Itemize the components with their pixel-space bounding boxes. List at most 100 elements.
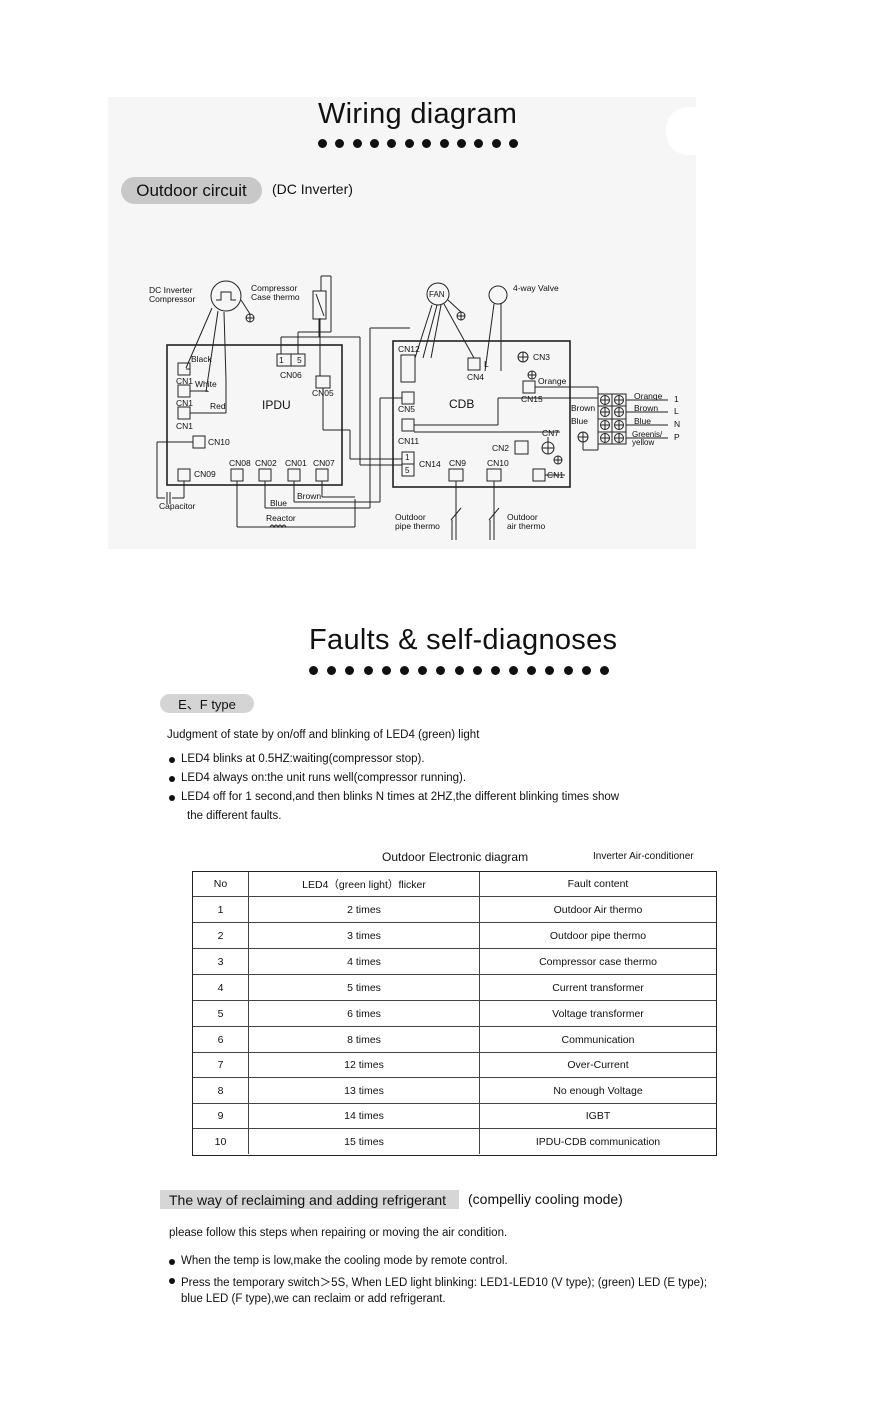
lbl-tn: N bbox=[674, 419, 680, 429]
title-dot bbox=[387, 139, 397, 148]
faults-intro: Judgment of state by on/off and blinking… bbox=[167, 729, 480, 741]
table-cell: Voltage transformer bbox=[552, 1007, 644, 1020]
lbl-cn2: CN2 bbox=[492, 443, 509, 453]
lbl-outdoor-air-2: air thermo bbox=[507, 521, 546, 531]
title-dot bbox=[418, 666, 428, 675]
lbl-cn14-pin1: 1 bbox=[405, 453, 410, 462]
title-dot bbox=[309, 666, 318, 675]
lbl-case-thermo-1: Compressor bbox=[251, 283, 297, 293]
lbl-l: L bbox=[484, 359, 489, 369]
table-cell: 2 times bbox=[249, 897, 480, 922]
table-cell: IPDU-CDB communication bbox=[535, 1135, 661, 1148]
lbl-cn1-b: CN1 bbox=[176, 398, 193, 408]
lbl-cn06: CN06 bbox=[280, 370, 302, 380]
refrigerant-bullet-2: Press the temporary switch＞5S, When LED … bbox=[181, 1277, 708, 1289]
lbl-valve: 4-way Valve bbox=[513, 283, 559, 293]
title-dot bbox=[491, 139, 501, 148]
outdoor-circuit-pill: Outdoor circuit bbox=[121, 177, 262, 204]
title-dot bbox=[509, 666, 519, 675]
title-dot bbox=[509, 139, 518, 148]
lbl-red: Red bbox=[210, 401, 226, 411]
lbl-outdoor-pipe-2: pipe thermo bbox=[395, 521, 440, 531]
title-dot bbox=[545, 666, 555, 675]
title-dot bbox=[439, 139, 449, 148]
title-dot bbox=[399, 666, 409, 675]
table-cell: 4 bbox=[193, 975, 249, 1000]
lbl-tp: P bbox=[674, 432, 680, 442]
refrigerant-note: (compelliy cooling mode) bbox=[468, 1191, 623, 1207]
fault-bullet-2: LED4 always on:the unit runs well(compre… bbox=[181, 772, 467, 784]
table-cell: 12 times bbox=[249, 1053, 480, 1077]
table-cell: 13 times bbox=[249, 1078, 480, 1103]
table-header-cell: LED4（green light）flicker bbox=[249, 872, 480, 896]
wiring-diagram: DC Inverter Compressor Compressor Case t… bbox=[149, 275, 680, 540]
lbl-cn14: CN14 bbox=[419, 459, 441, 469]
title-dot bbox=[422, 139, 432, 148]
table-cell: 3 times bbox=[249, 923, 480, 948]
lbl-term-brown: Brown bbox=[571, 403, 595, 413]
lbl-cdb-cn1: CN1 bbox=[547, 470, 564, 480]
bullet-dot bbox=[169, 1259, 175, 1265]
title-dot bbox=[370, 139, 380, 148]
title-dot bbox=[335, 139, 345, 148]
bullet-dot bbox=[169, 1278, 175, 1284]
lbl-cn7: CN7 bbox=[542, 428, 559, 438]
valve-symbol bbox=[488, 285, 508, 305]
table-cell: 6 times bbox=[249, 1001, 480, 1026]
lbl-cn07: CN07 bbox=[313, 458, 335, 468]
lbl-compressor-1: DC Inverter bbox=[149, 285, 193, 295]
title-dot bbox=[600, 666, 609, 675]
fault-bullet-1: LED4 blinks at 0.5HZ:waiting(compressor … bbox=[181, 753, 425, 765]
table-cell: 3 bbox=[193, 949, 249, 974]
lbl-pin5: 5 bbox=[297, 355, 302, 365]
title-dot bbox=[318, 139, 327, 148]
lbl-cn15: CN15 bbox=[521, 394, 543, 404]
lbl-cn11: CN11 bbox=[398, 436, 419, 446]
table-cell: 2 bbox=[193, 923, 249, 948]
dc-inverter-note: (DC Inverter) bbox=[272, 181, 353, 197]
table-cell: 5 bbox=[193, 1001, 249, 1026]
lbl-blue: Blue bbox=[270, 498, 287, 508]
lbl-cn1-a: CN1 bbox=[176, 376, 193, 386]
table-cell: 9 bbox=[193, 1104, 249, 1128]
table-cell: 6 bbox=[193, 1027, 249, 1052]
lbl-cn05: CN05 bbox=[312, 388, 334, 398]
lbl-cn08: CN08 bbox=[229, 458, 251, 468]
fan-symbol bbox=[426, 282, 450, 306]
lbl-cn12: CN12 bbox=[398, 344, 420, 354]
table-cell: No enough Voltage bbox=[553, 1084, 643, 1097]
wiring-title-dots bbox=[318, 139, 518, 149]
title-dot bbox=[527, 666, 537, 675]
lbl-wire-green-2: yellow bbox=[632, 438, 654, 447]
bullet-dot bbox=[169, 776, 175, 782]
lbl-outdoor-pipe-1: Outdoor bbox=[395, 512, 426, 522]
table-cell: 4 times bbox=[249, 949, 480, 974]
lbl-tl: L bbox=[674, 406, 679, 416]
refrigerant-band: The way of reclaiming and adding refrige… bbox=[160, 1190, 459, 1209]
bullet-dot bbox=[169, 757, 175, 763]
title-dot bbox=[472, 666, 482, 675]
title-dot bbox=[454, 666, 464, 675]
title-dot bbox=[474, 139, 484, 148]
panel-notch bbox=[666, 107, 706, 155]
lbl-orange: Orange bbox=[538, 376, 567, 386]
refrigerant-bullet-2-cont: blue LED (F type),we can reclaim or add … bbox=[181, 1293, 446, 1305]
lbl-cn01: CN01 bbox=[285, 458, 307, 468]
title-dot bbox=[327, 666, 337, 675]
title-dot bbox=[456, 139, 466, 148]
wiring-title: Wiring diagram bbox=[318, 98, 518, 130]
faults-title: Faults & self-diagnoses bbox=[309, 624, 618, 656]
lbl-outdoor-air-1: Outdoor bbox=[507, 512, 538, 522]
table-cell: 1 bbox=[193, 897, 249, 922]
table-header-cell: No bbox=[193, 872, 249, 896]
fault-bullet-3: LED4 off for 1 second,and then blinks N … bbox=[181, 791, 620, 803]
title-dot bbox=[381, 666, 391, 675]
table-cell: Current transformer bbox=[552, 981, 644, 994]
table-cell: 14 times bbox=[249, 1104, 480, 1128]
title-dot bbox=[363, 666, 373, 675]
